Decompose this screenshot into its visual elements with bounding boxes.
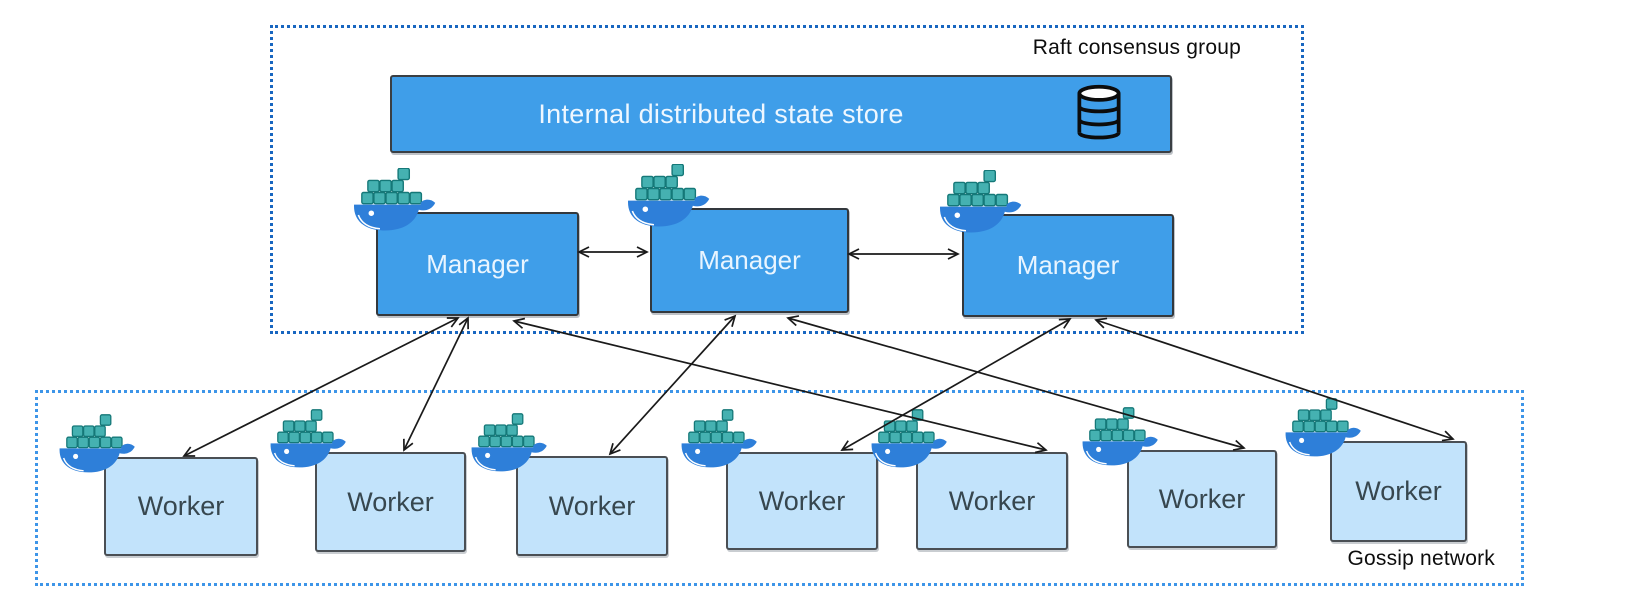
manager-3-label: Manager bbox=[1016, 250, 1120, 280]
manager-1-label: Manager bbox=[426, 248, 529, 279]
database-cylinder-icon bbox=[1077, 84, 1121, 140]
worker-4-box: Worker bbox=[726, 452, 878, 550]
state-store-box: Internal distributed state store bbox=[390, 75, 1172, 153]
worker-5-label: Worker bbox=[948, 485, 1036, 516]
worker-7-box: Worker bbox=[1330, 441, 1467, 542]
worker-3-box: Worker bbox=[516, 456, 668, 556]
worker-7-label: Worker bbox=[1355, 476, 1442, 506]
manager-3-box: Manager bbox=[962, 214, 1174, 317]
state-store-label: Internal distributed state store bbox=[538, 98, 904, 129]
worker-1-label: Worker bbox=[137, 491, 225, 521]
worker-2-label: Worker bbox=[347, 486, 434, 517]
worker-3-label: Worker bbox=[548, 490, 636, 521]
gossip-network-label: Gossip network bbox=[1347, 547, 1495, 570]
worker-6-label: Worker bbox=[1158, 483, 1246, 514]
manager-1-box: Manager bbox=[376, 212, 579, 316]
worker-1-box: Worker bbox=[104, 457, 258, 556]
manager-2-box: Manager bbox=[650, 208, 849, 313]
worker-2-box: Worker bbox=[315, 452, 466, 552]
manager-2-label: Manager bbox=[698, 245, 801, 275]
raft-group-label: Raft consensus group bbox=[1032, 36, 1241, 59]
worker-4-label: Worker bbox=[758, 485, 846, 516]
worker-5-box: Worker bbox=[916, 452, 1068, 550]
worker-6-box: Worker bbox=[1127, 450, 1277, 548]
